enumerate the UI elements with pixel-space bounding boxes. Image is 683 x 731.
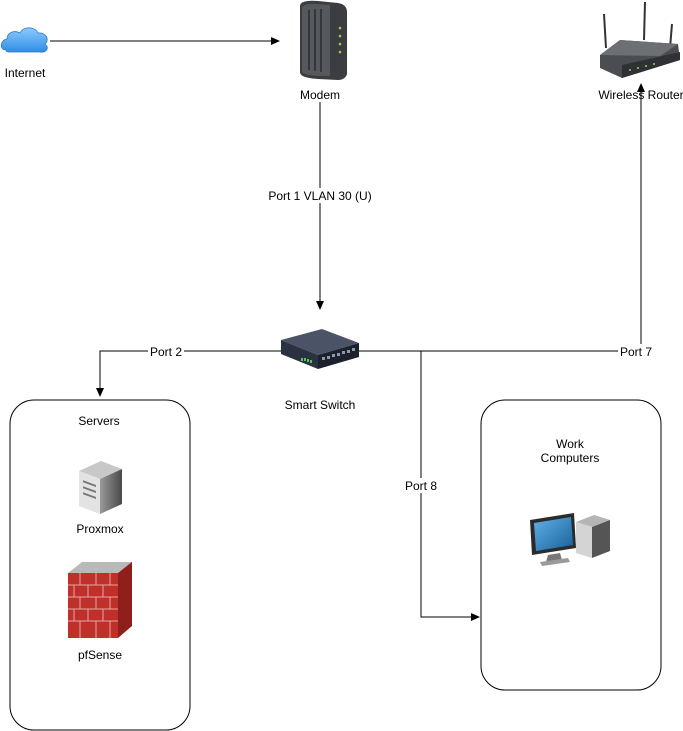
edge-label-port-1: Port 1 VLAN 30 (U) — [268, 189, 371, 203]
network-switch-icon — [281, 329, 359, 369]
work-computers-label-line2: Computers — [541, 451, 600, 465]
work-computers-label-line1: Work — [556, 437, 585, 451]
edge-switch-router — [359, 83, 645, 352]
edge-switch-servers — [96, 350, 281, 397]
modem-label: Modem — [300, 88, 340, 102]
pfsense-label: pfSense — [78, 648, 122, 662]
wireless-router-icon — [600, 1, 680, 78]
server-tower-icon — [79, 461, 122, 514]
desktop-computer-icon — [530, 513, 610, 566]
smart-switch-label: Smart Switch — [285, 398, 356, 412]
edge-switch-work — [420, 351, 480, 621]
proxmox-label: Proxmox — [76, 522, 123, 536]
wireless-router-label: Wireless Router — [598, 88, 683, 102]
edge-label-port-7: Port 7 — [620, 345, 652, 359]
firewall-icon — [68, 562, 132, 638]
modem-icon — [300, 0, 347, 81]
edge-label-port-2: Port 2 — [150, 345, 182, 359]
work-computers-group — [480, 399, 662, 691]
edge-label-port-8: Port 8 — [405, 479, 437, 493]
servers-group-label: Servers — [78, 414, 119, 428]
servers-group — [9, 399, 191, 731]
cloud-icon — [0, 27, 48, 53]
internet-label: Internet — [5, 66, 46, 80]
